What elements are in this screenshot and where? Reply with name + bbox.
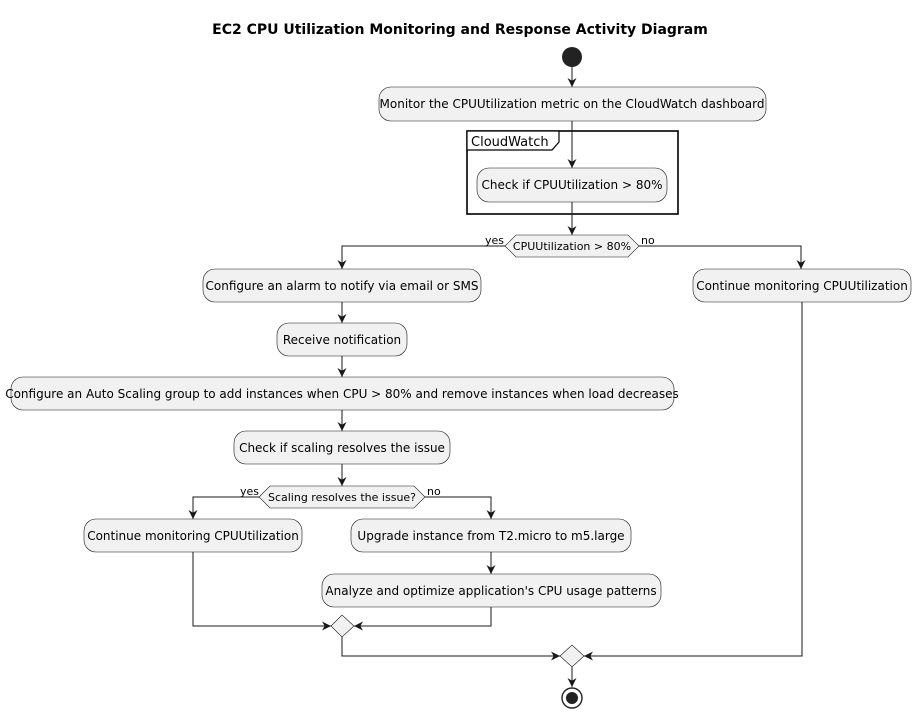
action-configure-asg: Configure an Auto Scaling group to add i… [5,376,679,411]
action-continue-monitoring-inner-label: Continue monitoring CPUUtilization [87,529,299,543]
edge-cpu-yes [337,245,505,269]
action-upgrade-instance-label: Upgrade instance from T2.micro to m5.lar… [357,529,624,543]
decision-cpu-high: CPUUtilization > 80% [504,234,640,258]
decision-scaling-resolves: Scaling resolves the issue? [258,485,426,509]
action-monitor-label: Monitor the CPUUtilization metric on the… [380,97,765,111]
decision-scaling-resolves-yes: yes [240,485,259,498]
edge-inner-continue-merge [192,552,331,631]
decision-cpu-high-yes: yes [485,234,504,247]
action-check-scaling: Check if scaling resolves the issue [233,430,451,465]
decision-cpu-high-label: CPUUtilization > 80% [513,240,631,253]
action-check-cpu-label: Check if CPUUtilization > 80% [482,178,663,192]
action-continue-monitoring-inner: Continue monitoring CPUUtilization [83,518,303,553]
diagram-title: EC2 CPU Utilization Monitoring and Respo… [212,22,708,38]
cloudwatch-frame-label: CloudWatch [471,135,549,150]
action-check-scaling-label: Check if scaling resolves the issue [239,441,445,455]
action-upgrade-instance: Upgrade instance from T2.micro to m5.lar… [350,518,632,553]
edge-inner-merge-outer [341,637,560,661]
start-node [562,47,582,67]
action-configure-asg-label: Configure an Auto Scaling group to add i… [5,387,679,401]
decision-scaling-resolves-no: no [427,485,441,498]
edge-scaling-no [425,496,496,519]
action-analyze-label: Analyze and optimize application's CPU u… [325,584,656,598]
action-receive-notification-label: Receive notification [283,333,401,347]
merge-outer [559,644,585,668]
action-receive-notification: Receive notification [276,322,408,357]
action-configure-alarm-label: Configure an alarm to notify via email o… [206,279,479,293]
edge-cpu-no [639,245,806,269]
action-continue-monitoring-outer-label: Continue monitoring CPUUtilization [696,279,908,293]
action-continue-monitoring-outer: Continue monitoring CPUUtilization [692,268,912,303]
merge-inner [330,614,355,638]
action-configure-alarm: Configure an alarm to notify via email o… [202,268,482,303]
decision-scaling-resolves-label: Scaling resolves the issue? [268,491,416,504]
decision-cpu-high-no: no [641,234,655,247]
action-analyze: Analyze and optimize application's CPU u… [321,573,662,608]
action-monitor: Monitor the CPUUtilization metric on the… [378,86,767,122]
edge-outer-continue-merge [584,302,803,661]
action-check-cpu: Check if CPUUtilization > 80% [476,167,668,203]
edge-analyze-merge [354,607,492,631]
edge-scaling-yes [188,496,259,519]
end-node [561,687,583,709]
